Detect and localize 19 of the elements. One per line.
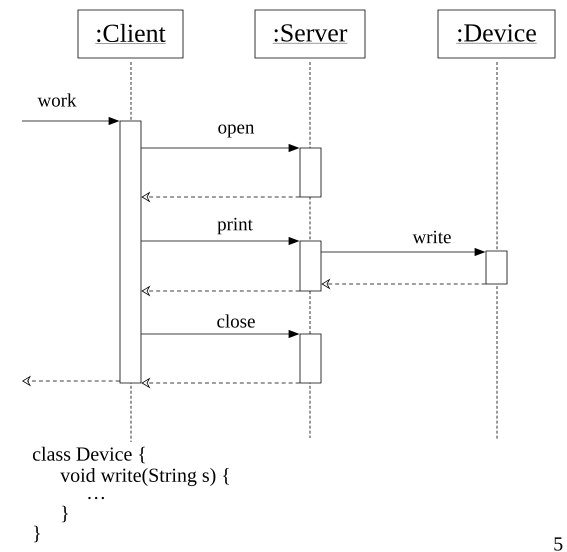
- message-label: write: [412, 230, 451, 244]
- code-line: class Device {: [32, 446, 146, 464]
- activation-bar: [300, 334, 322, 384]
- code-line: }: [62, 506, 68, 522]
- object-box: :Server: [254, 10, 366, 58]
- message-label: work: [38, 93, 76, 107]
- activation-bar: [486, 250, 508, 284]
- code-line: …: [88, 496, 104, 500]
- message-label: print: [217, 218, 253, 234]
- object-box: :Device: [438, 10, 556, 58]
- activation-bar: [300, 148, 322, 198]
- object-box: :Client: [78, 10, 184, 58]
- page-number: 5: [554, 537, 562, 551]
- message-label: close: [217, 314, 255, 328]
- code-line: }: [34, 526, 40, 542]
- activation-bar: [300, 240, 322, 292]
- message-label: open: [218, 124, 254, 138]
- code-line: void write(String s) {: [60, 468, 229, 486]
- activation-bar: [120, 120, 142, 384]
